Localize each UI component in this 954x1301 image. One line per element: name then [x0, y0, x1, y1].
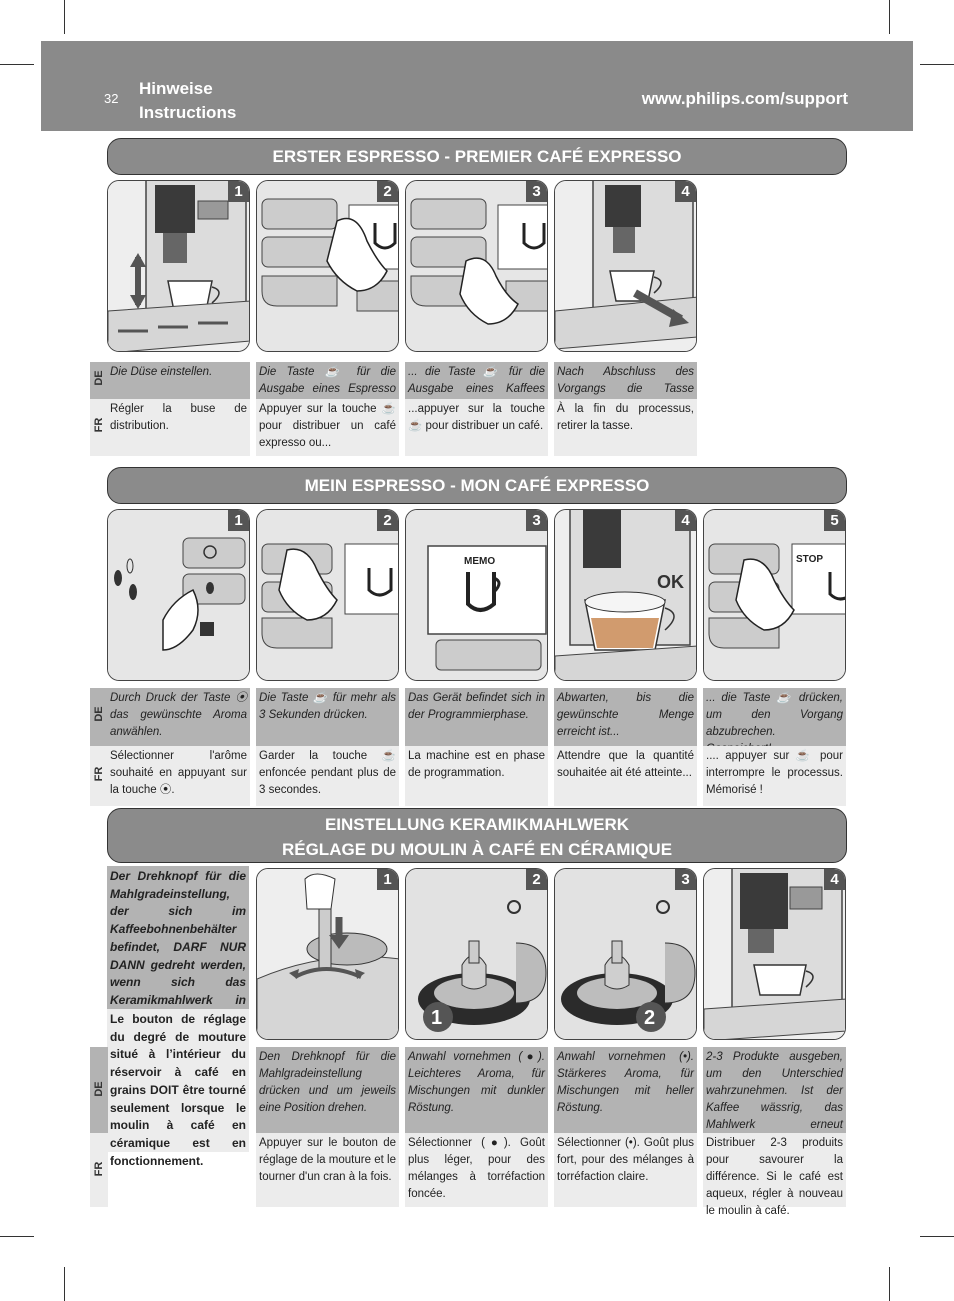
s3-step1-fr: Appuyer sur le bouton de réglage de la m…	[256, 1133, 399, 1207]
s1-step4-de: Nach Abschluss des Vorgangs die Tasse en…	[554, 362, 697, 412]
step-number: 1	[228, 181, 249, 202]
s3-illustration-4: 4	[703, 868, 846, 1040]
step-number: 1	[228, 510, 249, 531]
s3-step1-de: Den Drehknopf für die Mahlgradeinstellun…	[256, 1047, 399, 1133]
fr-language-label: FR	[90, 746, 108, 806]
step-number: 3	[526, 510, 547, 531]
s1-step3-fr: ...appuyer sur la touche ☕ pour distribu…	[405, 399, 548, 456]
ok-label: OK	[657, 572, 684, 592]
header-title: Hinweise Instructions	[139, 77, 236, 125]
crop-mark	[889, 1267, 890, 1301]
section3-title-de: EINSTELLUNG KERAMIKMAHLWERK	[324, 815, 630, 834]
step-number: 2	[377, 181, 398, 202]
s1-step4-fr: À la fin du processus, retirer la tasse.	[554, 399, 697, 456]
s2-illustration-3: MEMO 3	[405, 509, 548, 681]
s1-step3-de: ... die Taste ☕ für die Ausgabe eines Ka…	[405, 362, 548, 412]
crop-mark	[920, 64, 954, 65]
header-title-fr: Instructions	[139, 103, 237, 122]
crop-mark	[889, 0, 890, 34]
s2-step4-fr: Attendre que la quantité souhaitée ait é…	[554, 746, 697, 806]
s3-illustration-2: 1 2	[405, 868, 548, 1040]
fr-language-label: FR	[90, 1133, 108, 1207]
s2-step2-fr: Garder la touche ☕ enfoncée pendant plus…	[256, 746, 399, 806]
crop-mark	[64, 1267, 65, 1301]
step-number: 3	[675, 869, 696, 890]
s3-step3-fr: Sélectionner (•). Goût plus fort, pour d…	[554, 1133, 697, 1207]
s2-step3-fr: La machine est en phase de programmation…	[405, 746, 548, 806]
s3-step3-de: Anwahl vornehmen (•). Stärkeres Aroma, f…	[554, 1047, 697, 1133]
dial-one-label: 1	[431, 1007, 442, 1029]
crop-mark	[0, 64, 34, 65]
stop-label: STOP	[796, 554, 823, 565]
s1-illustration-4: 4	[554, 180, 697, 352]
page-header: 32 Hinweise Instructions www.philips.com…	[41, 41, 913, 131]
s2-step2-de: Die Taste ☕ für mehr als 3 Sekunden drüc…	[256, 688, 399, 746]
s2-step1-de: Durch Druck der Taste ⦿ das gewünschte A…	[107, 688, 250, 746]
s2-illustration-2: 2	[256, 509, 399, 681]
step-number: 4	[675, 510, 696, 531]
s3-step2-fr: Sélectionner (●). Goût plus léger, pour …	[405, 1133, 548, 1207]
step-number: 3	[526, 181, 547, 202]
s3-illustration-1: 1	[256, 868, 399, 1040]
de-language-label: DE	[90, 1047, 108, 1133]
s3-intro-de: Der Drehknopf für die Mahlgradeinstellun…	[107, 866, 249, 1025]
step-number: 1	[377, 869, 398, 890]
section1-title: ERSTER ESPRESSO - PREMIER CAFÉ EXPRESSO	[107, 138, 847, 175]
step-number: 4	[824, 869, 845, 890]
s1-illustration-2: 2	[256, 180, 399, 352]
memo-label: MEMO	[464, 556, 495, 567]
s3-step4-fr: Distribuer 2-3 produits pour savourer la…	[703, 1133, 846, 1217]
s1-illustration-1: 1	[107, 180, 250, 352]
de-language-label: DE	[90, 688, 108, 746]
s1-step2-de: Die Taste ☕ für die Ausgabe eines Espres…	[256, 362, 399, 412]
crop-mark	[64, 0, 65, 34]
de-language-label: DE	[90, 362, 108, 399]
s1-step1-fr: Régler la buse de distribution.	[107, 399, 250, 456]
s2-illustration-5: STOP 5	[703, 509, 846, 681]
fr-language-label: FR	[90, 399, 108, 456]
crop-mark	[0, 1236, 34, 1237]
step-number: 5	[824, 510, 845, 531]
step-number: 2	[377, 510, 398, 531]
s2-illustration-4: OK 4	[554, 509, 697, 681]
crop-mark	[920, 1236, 954, 1237]
support-link[interactable]: www.philips.com/support	[641, 89, 848, 108]
s3-intro-fr: Le bouton de réglage du degré de mouture…	[107, 1009, 249, 1168]
s2-step1-fr: Sélectionner l'arôme souhaité en appuyan…	[107, 746, 250, 806]
s1-step2-fr: Appuyer sur la touche ☕ pour distribuer …	[256, 399, 399, 456]
header-title-de: Hinweise	[139, 79, 213, 98]
step-number: 4	[675, 181, 696, 202]
s2-illustration-1: 1	[107, 509, 250, 681]
section3-title-fr: RÉGLAGE DU MOULIN À CAFÉ EN CÉRAMIQUE	[281, 840, 673, 859]
dial-two-label: 2	[644, 1007, 655, 1029]
section3-title: EINSTELLUNG KERAMIKMAHLWERK RÉGLAGE DU M…	[107, 808, 847, 863]
s2-step3-de: Das Gerät befindet sich in der Programmi…	[405, 688, 548, 746]
s2-step5-fr: .... appuyer sur ☕ pour interrompre le p…	[703, 746, 846, 806]
section2-title: MEIN ESPRESSO - MON CAFÉ EXPRESSO	[107, 467, 847, 504]
s1-illustration-3: 3	[405, 180, 548, 352]
s2-step4-de: Abwarten, bis die gewünschte Menge errei…	[554, 688, 697, 746]
page-number: 32	[104, 91, 119, 106]
s2-step5-de: ... die Taste ☕ drücken, um den Vorgang …	[703, 688, 846, 755]
s1-step1-de: Die Düse einstellen.	[107, 362, 250, 399]
s3-step2-de: Anwahl vornehmen (●). Leichteres Aroma, …	[405, 1047, 548, 1133]
step-number: 2	[526, 869, 547, 890]
s3-illustration-3: 2 3	[554, 868, 697, 1040]
s3-step4-de: 2-3 Produkte ausgeben, um den Unterschie…	[703, 1047, 846, 1148]
